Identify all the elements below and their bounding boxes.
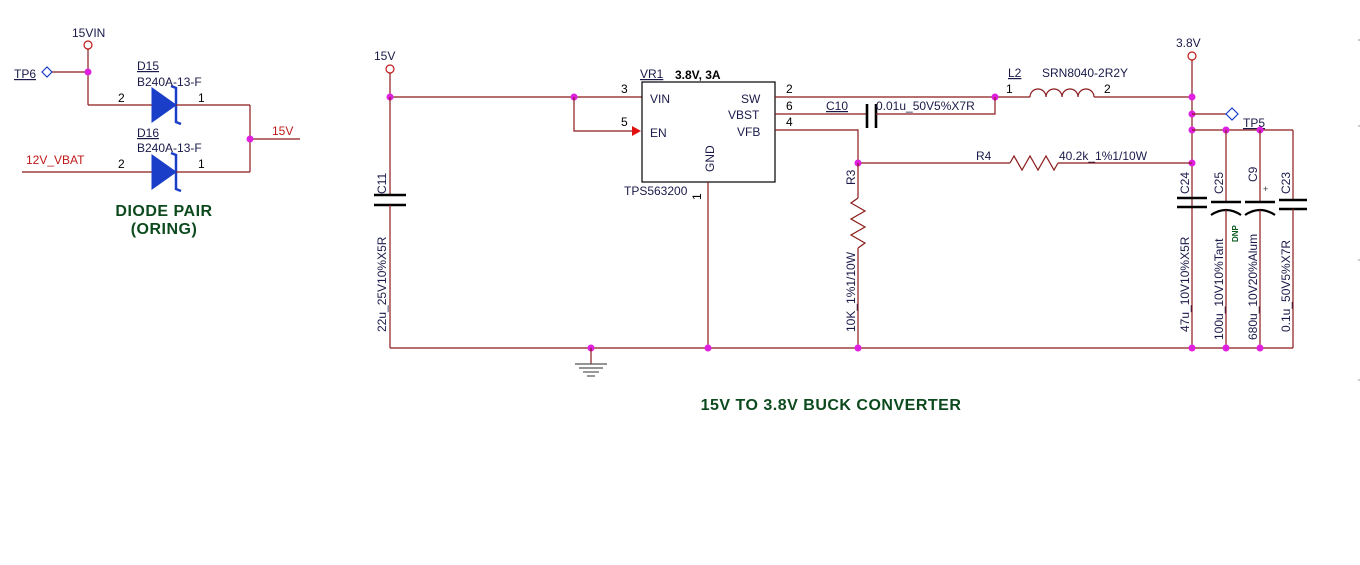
c24-value: 47u_10V10%X5R	[1178, 236, 1192, 332]
d16-pin2: 2	[118, 157, 125, 171]
l2-pin1: 1	[1006, 82, 1013, 96]
junction-dot	[84, 68, 92, 76]
vr1-pinnum-en: 5	[621, 115, 628, 129]
net-label-15v-out: 15V	[272, 124, 293, 138]
net-label-15v: 15V	[374, 49, 395, 63]
vr1-pinnum-sw: 2	[786, 82, 793, 96]
c11-value: 22u_25V10%X5R	[375, 236, 389, 332]
c11-ref: C11	[375, 173, 389, 194]
l2-ref: L2	[1008, 66, 1022, 80]
c23-ref: C23	[1279, 172, 1293, 194]
r4-ref: R4	[976, 149, 992, 163]
oring-title-line2: (ORING)	[131, 221, 198, 238]
c9-value: 680u_10V20%Alum	[1246, 234, 1260, 340]
vr1-pin-vbst: VBST	[728, 108, 760, 122]
buck-section: 15V C11 22u_25V10%X5R VR1 3.8V, 3A TPS56…	[374, 36, 1307, 414]
d15-pin2: 2	[118, 91, 125, 105]
oring-title-line1: DIODE PAIR	[115, 203, 212, 220]
vr1-pin-gnd: GND	[703, 145, 717, 172]
d15-part: B240A-13-F	[137, 75, 202, 89]
c25-dnp-note: DNP	[1231, 224, 1240, 242]
test-point-tp6-label: TP6	[14, 67, 36, 81]
c9-polarity-plus: +	[1263, 184, 1268, 194]
c10-value: 0.01u_50V5%X7R	[876, 99, 975, 113]
wire	[573, 97, 632, 132]
c9-ref: C9	[1246, 166, 1260, 182]
d15-ref: D15	[137, 59, 159, 73]
resistor-r3-icon	[849, 197, 867, 249]
d15-pin1: 1	[198, 91, 205, 105]
junction-dot	[1188, 344, 1196, 352]
junction-dot	[1222, 344, 1230, 352]
diode-d16-icon	[151, 154, 177, 190]
r3-value: 10K_1%1/10W	[844, 251, 858, 332]
c10-ref: C10	[826, 99, 848, 113]
c24-ref: C24	[1178, 172, 1192, 194]
power-port-3v8-icon	[1187, 51, 1197, 61]
junction-dot	[1188, 93, 1196, 101]
junction-dot	[246, 135, 254, 143]
r4-value: 40.2k_1%1/10W	[1059, 149, 1148, 163]
inductor-l2-icon	[1029, 88, 1095, 98]
oring-section: 15VIN TP6 D15 B240A-13-F 2 1 D16 B240A-1…	[14, 26, 300, 238]
power-port-15vin-icon	[83, 40, 93, 50]
c25-ref: C25	[1212, 172, 1226, 194]
resistor-r4-icon	[1009, 154, 1059, 172]
junction-dot	[1256, 344, 1264, 352]
net-label-15vin: 15VIN	[72, 26, 105, 40]
vr1-pinnum-vfb: 4	[786, 115, 793, 129]
test-point-tp6-icon	[41, 66, 53, 78]
vr1-pin-vin: VIN	[650, 92, 670, 106]
wire	[775, 129, 859, 163]
net-label-3v8: 3.8V	[1176, 36, 1201, 50]
c25-value: 100u_10V10%Tant	[1212, 238, 1226, 340]
buck-title: 15V TO 3.8V BUCK CONVERTER	[701, 397, 962, 414]
ground-symbol-icon	[575, 348, 607, 377]
vr1-rating: 3.8V, 3A	[675, 68, 721, 82]
vr1-pinnum-vbst: 6	[786, 99, 793, 113]
net-label-12v-vbat: 12V_VBAT	[26, 153, 85, 167]
vr1-pin-sw: SW	[741, 92, 761, 106]
r3-ref: R3	[844, 169, 858, 185]
wire	[876, 97, 996, 115]
power-port-15v-icon	[385, 64, 395, 74]
vr1-pin-vfb: VFB	[737, 125, 760, 139]
test-point-tp5-label: TP5	[1243, 116, 1265, 130]
d16-pin1: 1	[198, 157, 205, 171]
en-arrow-icon	[632, 126, 641, 136]
vr1-pin-en: EN	[650, 126, 667, 140]
junction-dot	[854, 344, 862, 352]
vr1-part: TPS563200	[624, 184, 688, 198]
c23-value: 0.1u_50V5%X7R	[1279, 240, 1293, 332]
d16-part: B240A-13-F	[137, 141, 202, 155]
l2-part: SRN8040-2R2Y	[1042, 66, 1128, 80]
d16-ref: D16	[137, 126, 159, 140]
diode-d15-icon	[151, 87, 177, 123]
l2-pin2: 2	[1104, 82, 1111, 96]
junction-dot	[704, 344, 712, 352]
vr1-pinnum-vin: 3	[621, 82, 628, 96]
vr1-pinnum-gnd: 1	[690, 193, 704, 200]
vr1-ref: VR1	[640, 67, 664, 81]
test-point-tp5-icon	[1225, 107, 1239, 121]
